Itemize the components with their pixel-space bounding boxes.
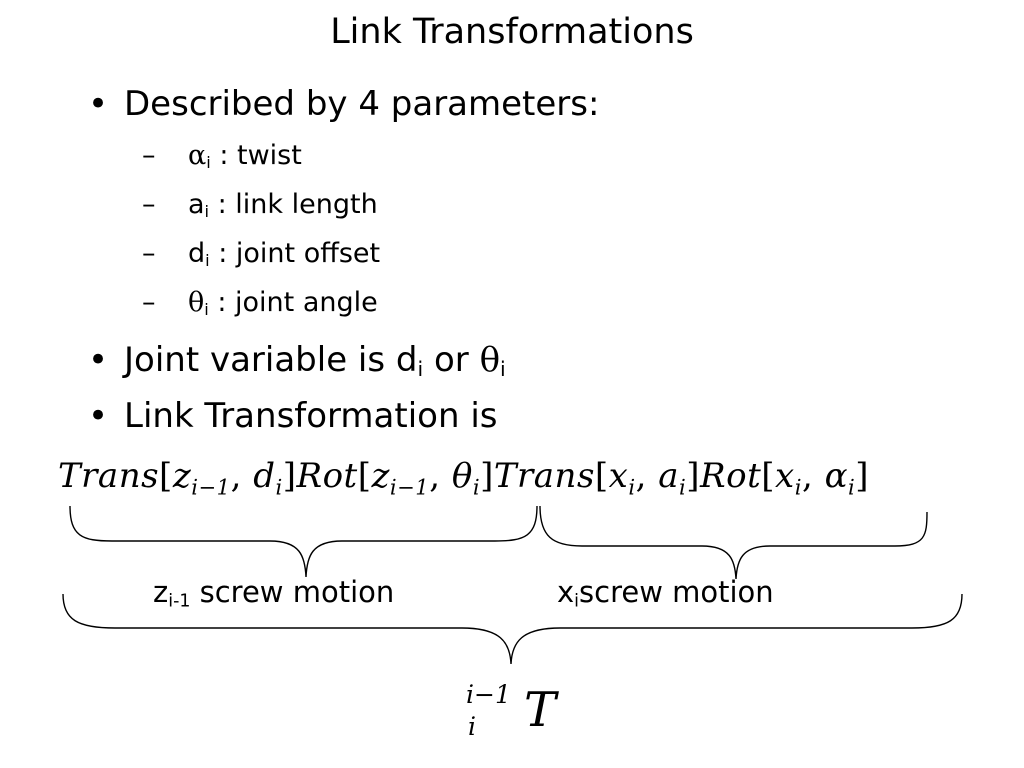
var-x: x bbox=[775, 456, 795, 496]
param-desc: : joint offset bbox=[209, 238, 381, 269]
subscript: i bbox=[204, 202, 210, 222]
var-x: x bbox=[608, 456, 629, 496]
bullet-dot: • bbox=[88, 340, 109, 380]
param-desc: : joint angle bbox=[208, 287, 378, 318]
total-brace bbox=[62, 593, 963, 665]
dash: – bbox=[142, 189, 156, 220]
result-t-symbol: T bbox=[524, 682, 557, 738]
subscript: i bbox=[472, 474, 481, 500]
x-screw-brace bbox=[539, 505, 928, 580]
var-d: d bbox=[253, 456, 276, 496]
comma: , bbox=[230, 456, 254, 496]
bracket: [ bbox=[159, 456, 173, 496]
or-text: or bbox=[423, 340, 480, 380]
subscript: i bbox=[848, 474, 856, 500]
z-symbol: z bbox=[153, 575, 169, 609]
param-desc: : link length bbox=[209, 189, 378, 220]
param-joint-offset: – di : joint offset bbox=[142, 238, 380, 269]
theta-symbol: θ bbox=[188, 287, 205, 318]
x-screw-motion-label: xiscrew motion bbox=[557, 575, 774, 612]
subscript: i bbox=[417, 357, 424, 382]
link-transformation-formula: Trans[zi−1, di]Rot[zi−1, θi]Trans[xi, ai… bbox=[58, 456, 870, 500]
dash: – bbox=[142, 140, 156, 171]
subscript: i−1 bbox=[389, 474, 430, 500]
dash: – bbox=[142, 287, 156, 318]
subscript: i bbox=[206, 153, 211, 173]
var-theta: θ bbox=[451, 456, 473, 496]
label-text: screw motion bbox=[579, 575, 774, 609]
param-desc: : twist bbox=[210, 140, 302, 171]
param-twist: – αi : twist bbox=[142, 140, 302, 171]
subscript: i bbox=[794, 474, 802, 500]
var-z: z bbox=[172, 456, 192, 496]
bullet-text: Joint variable is d bbox=[124, 340, 418, 380]
bullet-joint-variable: •Joint variable is di or θi bbox=[88, 340, 506, 380]
bullet-dot: • bbox=[88, 84, 109, 124]
bracket: ] bbox=[282, 456, 297, 496]
param-link-length: – ai : link length bbox=[142, 189, 378, 220]
comma: , bbox=[635, 456, 659, 496]
z-screw-brace bbox=[69, 505, 538, 578]
dash: – bbox=[142, 238, 156, 269]
bracket: ] bbox=[686, 456, 701, 496]
subscript: i bbox=[574, 591, 580, 612]
rot-op: Rot bbox=[296, 456, 358, 496]
label-text: screw motion bbox=[190, 575, 395, 609]
bracket: [ bbox=[761, 456, 776, 496]
bullet-text: Described by 4 parameters: bbox=[124, 84, 600, 124]
comma: , bbox=[429, 456, 452, 496]
bullet-text: Link Transformation is bbox=[124, 396, 498, 436]
bullet-link-transformation: • Link Transformation is bbox=[88, 396, 498, 436]
subscript: i bbox=[500, 357, 506, 382]
a-symbol: a bbox=[188, 189, 205, 220]
subscript: i−1 bbox=[191, 474, 231, 500]
d-symbol: d bbox=[188, 238, 206, 269]
param-joint-angle: – θi : joint angle bbox=[142, 287, 378, 318]
comma: , bbox=[801, 456, 825, 496]
bullet-described: • Described by 4 parameters: bbox=[88, 84, 599, 124]
var-alpha: α bbox=[824, 456, 849, 496]
slide-title: Link Transformations bbox=[330, 12, 694, 52]
alpha-symbol: α bbox=[188, 140, 207, 171]
subscript: i bbox=[628, 474, 636, 500]
bullet-dot: • bbox=[88, 396, 109, 436]
theta-symbol: θ bbox=[479, 340, 501, 380]
bracket: [ bbox=[357, 456, 372, 496]
trans-op: Trans bbox=[58, 456, 160, 496]
trans-op: Trans bbox=[493, 456, 595, 496]
bracket: ] bbox=[855, 456, 870, 496]
subscript: i bbox=[204, 300, 209, 320]
subscript: i bbox=[275, 474, 283, 500]
result-superscript: i−1 bbox=[466, 680, 511, 709]
var-a: a bbox=[658, 456, 679, 496]
result-subscript: i bbox=[468, 712, 476, 741]
var-z: z bbox=[371, 456, 390, 496]
subscript: i-1 bbox=[168, 591, 191, 612]
subscript: i bbox=[679, 474, 687, 500]
subscript: i bbox=[205, 251, 210, 271]
bracket: [ bbox=[594, 456, 609, 496]
rot-op: Rot bbox=[700, 456, 762, 496]
z-screw-motion-label: zi-1 screw motion bbox=[153, 575, 395, 612]
x-symbol: x bbox=[557, 575, 575, 609]
bracket: ] bbox=[480, 456, 494, 496]
